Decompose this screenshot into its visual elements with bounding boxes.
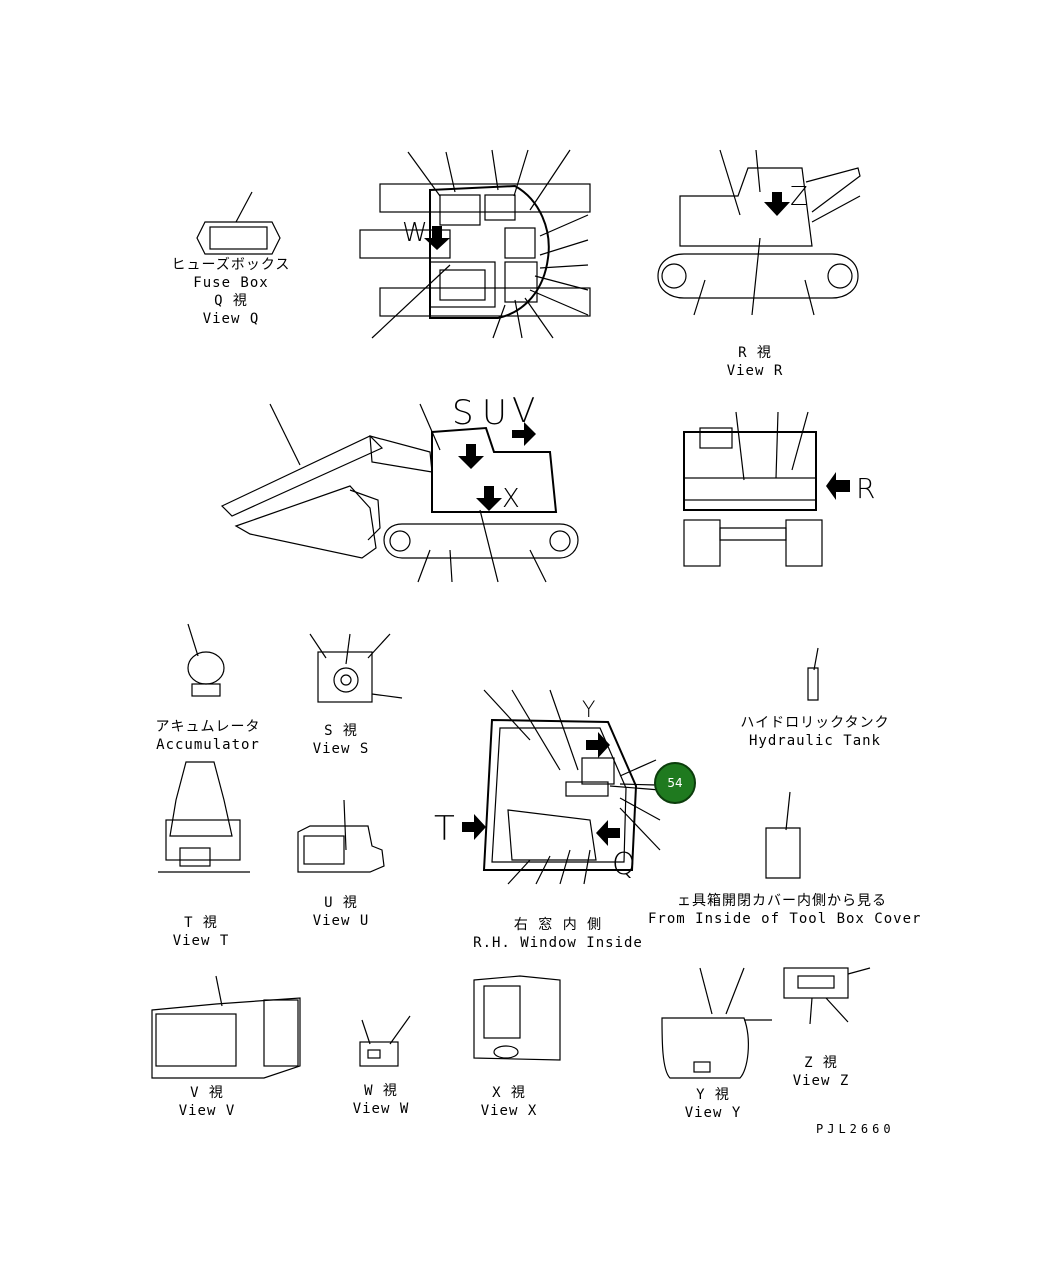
- side-view-excavator: [657, 149, 861, 316]
- caption-jp-view: Q 視: [214, 293, 248, 309]
- marker-w: W: [402, 218, 428, 248]
- caption-en: From Inside of Tool Box Cover: [648, 911, 922, 927]
- marker-z: Z: [790, 182, 808, 212]
- caption-en-view: View Y: [684, 1105, 742, 1121]
- caption-hydraulic-tank: ハイドロリックタンク Hydraulic Tank: [740, 714, 890, 750]
- marker-v: V: [512, 391, 536, 431]
- marker-t: T: [434, 809, 455, 849]
- caption-jp-view: X 視: [492, 1085, 526, 1101]
- doc-ref: PJL2660: [816, 1122, 895, 1136]
- caption-view-t: T 視 View T: [166, 914, 236, 950]
- caption-tool-box: ェ具箱開閉カバー内側から見る From Inside of Tool Box C…: [648, 892, 922, 928]
- caption-view-u: U 視 View U: [306, 894, 376, 930]
- caption-en: R.H. Window Inside: [473, 935, 643, 951]
- caption-jp-view: T 視: [184, 915, 218, 931]
- caption-view-w: W 視 View W: [346, 1082, 416, 1118]
- left-side-view-excavator: [220, 403, 579, 583]
- caption-jp-view: R 視: [738, 345, 772, 361]
- caption-en-view: View Z: [792, 1073, 850, 1089]
- marker-y: Y: [582, 698, 596, 723]
- caption-jp-view: U 視: [324, 895, 358, 911]
- view-w-drawing: [359, 1015, 411, 1067]
- caption-en-view: View W: [352, 1101, 410, 1117]
- caption-rh-window: 右 窓 内 側 R.H. Window Inside: [470, 916, 646, 952]
- callout-leader: [619, 783, 657, 786]
- marker-x: X: [502, 484, 520, 514]
- view-x-drawing: [473, 975, 561, 1061]
- caption-view-x: X 視 View X: [474, 1084, 544, 1120]
- caption-jp-view: Y 視: [696, 1087, 730, 1103]
- caption-jp: ヒューズボックス: [171, 257, 291, 273]
- caption-fuse-box: ヒューズボックス Fuse Box Q 視 View Q: [168, 256, 294, 328]
- caption-en-view: View U: [312, 913, 370, 929]
- caption-jp-view: V 視: [190, 1085, 224, 1101]
- caption-jp-view: S 視: [324, 723, 358, 739]
- caption-en-view: View R: [726, 363, 784, 379]
- marker-q: Q: [612, 847, 636, 882]
- view-z-drawing: [783, 967, 871, 1025]
- callout-54[interactable]: 54: [654, 762, 696, 804]
- caption-en-view: View Q: [202, 311, 260, 327]
- rh-window-inside-drawing: [462, 689, 661, 885]
- caption-view-v: V 視 View V: [172, 1084, 242, 1120]
- caption-view-z: Z 視 View Z: [786, 1054, 856, 1090]
- caption-en-view: View V: [178, 1103, 236, 1119]
- caption-view-r: R 視 View R: [720, 344, 790, 380]
- view-v-drawing: [151, 975, 301, 1079]
- caption-jp: ェ具箱開閉カバー内側から見る: [677, 893, 887, 909]
- caption-en: Hydraulic Tank: [748, 733, 881, 749]
- caption-jp: アキュムレータ: [155, 719, 261, 735]
- caption-jp-view: Z 視: [804, 1055, 838, 1071]
- caption-jp-view: W 視: [364, 1083, 398, 1099]
- caption-view-s: S 視 View S: [306, 722, 376, 758]
- caption-en-view: View S: [312, 741, 370, 757]
- caption-jp: ハイドロリックタンク: [740, 715, 890, 731]
- marker-s: S: [452, 393, 474, 433]
- caption-jp: 右 窓 内 側: [513, 917, 603, 933]
- accumulator-drawing: [187, 623, 225, 697]
- view-s-drawing: [309, 633, 403, 703]
- rear-view-excavator: [683, 411, 850, 567]
- marker-r: R: [856, 472, 876, 505]
- view-u-drawing: [297, 799, 385, 873]
- caption-accumulator: アキュムレータ Accumulator: [150, 718, 266, 754]
- caption-en-view: View X: [480, 1103, 538, 1119]
- fuse-box-drawing: [196, 191, 281, 255]
- top-view-upper-structure: [359, 149, 591, 339]
- caption-en-view: View T: [172, 933, 230, 949]
- view-y-drawing: [661, 967, 772, 1079]
- hydraulic-tank-drawing: [807, 647, 819, 701]
- marker-u: U: [482, 393, 507, 433]
- view-t-drawing: [158, 761, 250, 873]
- caption-view-y: Y 視 View Y: [678, 1086, 748, 1122]
- caption-en: Fuse Box: [193, 275, 269, 291]
- tool-box-drawing: [765, 791, 801, 879]
- caption-en: Accumulator: [156, 737, 260, 753]
